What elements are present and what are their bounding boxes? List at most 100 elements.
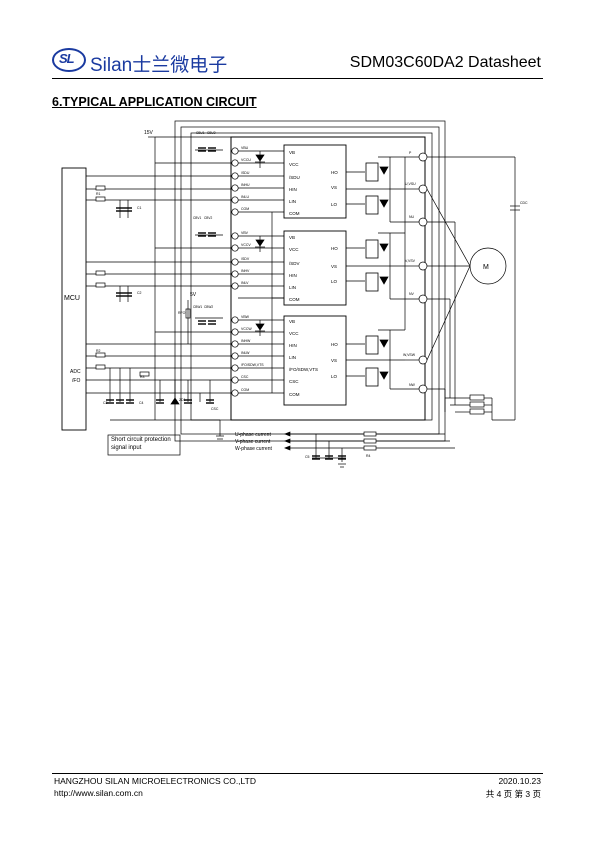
footer-rule [52, 773, 543, 774]
gate-v-pin-2: /SDV [289, 261, 300, 266]
igbt-output-stage [346, 156, 419, 390]
pin-vbv: VBV [241, 231, 249, 235]
gate-u-pin-0: VB [289, 150, 295, 155]
pin-to-driver-lines [238, 150, 284, 394]
gate-u-pin-4: LIN [289, 199, 296, 204]
res-r1-label: R1 [96, 192, 101, 196]
cap-c1-label: C1 [137, 206, 142, 210]
mcu-label: MCU [64, 295, 80, 302]
pin-com-u: COM [241, 207, 249, 211]
out-u-label: U,VSU [405, 182, 416, 186]
gate-driver-v [283, 230, 347, 306]
supply-network [109, 136, 231, 440]
w-phase-current-label: W-phase current [235, 446, 272, 452]
pin-inlv: INLV [241, 281, 249, 285]
logo-text: Silan士兰微电子 [90, 55, 228, 76]
supply-15v-label: 15V [144, 130, 154, 136]
cap-c5-label: C5 [305, 455, 310, 459]
header-rule [52, 78, 543, 79]
footer-company: HANGZHOU SILAN MICROELECTRONICS CO.,LTD [54, 776, 256, 786]
gate-u-pin-1: VCC [289, 162, 299, 167]
mcu-signal-lines [86, 175, 234, 394]
gate-w-pin-1: VCC [289, 331, 299, 336]
ipm-module-box [230, 136, 426, 421]
zener-diode [170, 397, 180, 405]
fo-label: /FO [72, 378, 80, 384]
gate-w-pin-4: /FO/SDW,VTS [289, 367, 318, 372]
supply-5v-label: 5V [190, 292, 197, 298]
motor-label: M [483, 264, 489, 271]
short-circuit-text: Short circuit protection signal input [111, 437, 171, 451]
out-p-label: P [409, 151, 412, 155]
current-sense-lines [284, 431, 455, 468]
gate-v-lo: LO [331, 279, 338, 284]
out-w-label: W,VSW [403, 353, 416, 357]
gate-v-pin-1: VCC [289, 247, 299, 252]
cdc-label: CDC [520, 201, 528, 205]
gate-w-pin-0: VB [289, 319, 295, 324]
cap-c3-label: C3 [103, 401, 108, 405]
pin-inhv: INHV [241, 269, 250, 273]
gate-w-pin-3: LIN [289, 355, 296, 360]
gate-v-pin-0: VB [289, 235, 295, 240]
footer-date: 2020.10.23 [498, 776, 541, 786]
gate-u-lo: LO [331, 202, 338, 207]
gate-w-lo: LO [331, 374, 338, 379]
gate-w-ho: HO [331, 342, 338, 347]
logo-circle-icon [52, 48, 86, 72]
adc-label: ADC [70, 369, 81, 375]
gate-u-pin-5: COM [289, 211, 300, 216]
section-title: 6.TYPICAL APPLICATION CIRCUIT [52, 95, 257, 109]
gate-u-ho: HO [331, 170, 338, 175]
pin-inhw: INHW [241, 339, 251, 343]
gate-v-pin-5: COM [289, 297, 300, 302]
gate-v-ho: HO [331, 246, 338, 251]
footer-page-number: 共 4 页 第 3 页 [485, 789, 541, 799]
gate-w-pin-2: HIN [289, 343, 297, 348]
out-v-label: V,VSV [405, 259, 416, 263]
out-nw-label: NW [409, 383, 416, 387]
cbu2-label: CBU2 [207, 131, 216, 135]
cbw1-label: CBW1 [193, 305, 202, 309]
pin-vccw: VCCW [241, 327, 252, 331]
short-circuit-box [107, 434, 181, 456]
pin-inlw: INLW [241, 351, 250, 355]
u-phase-current-label: U-phase current [235, 432, 271, 438]
res-r3-label: R3 [140, 375, 145, 379]
gate-u-pin-2: /SDU [289, 175, 300, 180]
gate-driver-w [283, 315, 347, 406]
v-phase-current-label: V-phase current [235, 439, 271, 445]
pin-csc: CSC [241, 375, 249, 379]
pin-sdu: /SDU [241, 171, 250, 175]
cbw2-label: CBW2 [204, 305, 213, 309]
gate-v-pin-4: LIN [289, 285, 296, 290]
cbv2-label: CBV2 [204, 216, 213, 220]
pin-sdv: /SDV [241, 257, 250, 261]
capacitor-plates [106, 147, 346, 460]
pin-vccu: VCCU [241, 158, 251, 162]
footer-url-link[interactable]: http://www.silan.com.cn [54, 788, 143, 798]
bus-frame-inner [180, 126, 440, 435]
pin-vccv: VCCV [241, 243, 251, 247]
document-title: SDM03C60DA2 Datasheet [349, 54, 541, 71]
res-r2-label: R2 [96, 349, 101, 353]
cbv1-label: CBV1 [193, 216, 202, 220]
pin-inlu: INLU [241, 195, 249, 199]
cap-c2-label: C2 [137, 291, 142, 295]
motor-and-bus-wiring [426, 156, 520, 421]
logo-mark: SL [59, 51, 75, 66]
pin-com-w: COM [241, 388, 249, 392]
pin-vbu: VBU [241, 146, 249, 150]
zd1-label: ZD1 [179, 398, 186, 402]
pin-fo-sdw: /FO/SDW,VTS [241, 363, 264, 367]
gate-w-pin-6: COM [289, 392, 300, 397]
res-r4-label: R4 [366, 454, 371, 458]
csc-label: CSC [211, 407, 219, 411]
out-nv-label: NV [409, 292, 415, 296]
gate-v-pin-3: HIN [289, 273, 297, 278]
cbu1-label: CBU1 [196, 131, 205, 135]
out-nu-label: NU [409, 215, 415, 219]
gate-u-pin-3: HIN [289, 187, 297, 192]
rfo-label: RFO [178, 311, 186, 315]
